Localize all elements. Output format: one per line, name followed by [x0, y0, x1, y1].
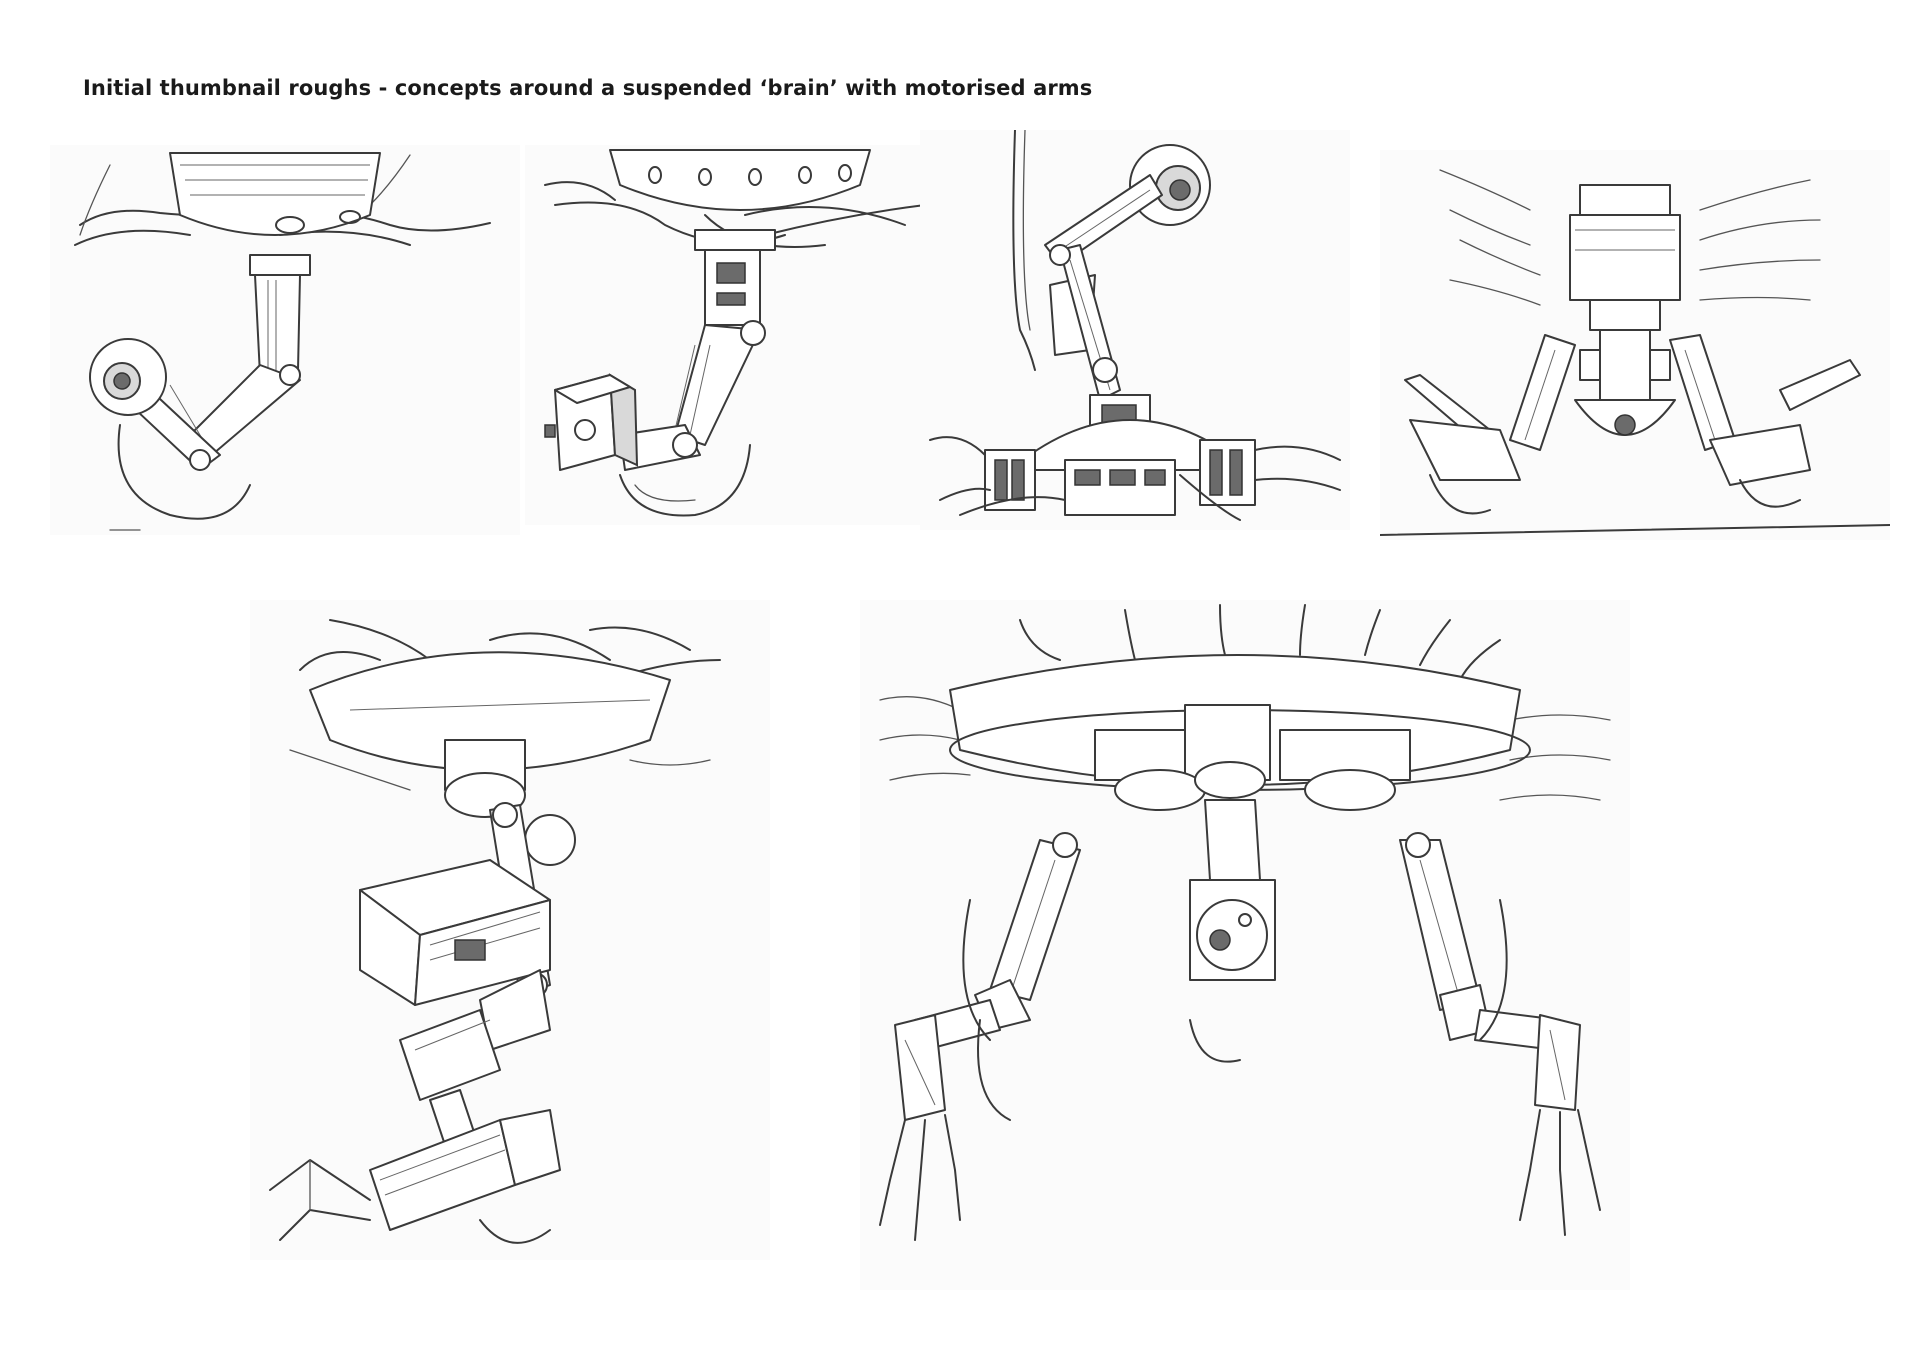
sketch-twin-gripper-arms — [1380, 150, 1890, 540]
box-housing — [359, 859, 551, 1006]
sketch-hanging-arm-sphere-eye — [50, 145, 520, 535]
hub — [1569, 214, 1681, 301]
dome — [609, 149, 871, 211]
sketch-floor-arm-sphere-eye — [920, 130, 1350, 530]
cables — [879, 604, 1611, 801]
cables — [1439, 169, 1821, 306]
box-camera — [544, 373, 639, 471]
pincer-claw — [269, 1109, 561, 1241]
right-claw — [1519, 1109, 1601, 1236]
page-title: Initial thumbnail roughs - concepts arou… — [83, 76, 1093, 100]
sketch-hanging-arm-box-camera — [525, 145, 935, 525]
cables — [929, 436, 1341, 521]
dome — [309, 651, 671, 771]
sketch-jointed-arm-pincer — [250, 600, 770, 1260]
sketch-disc-three-arms — [860, 600, 1630, 1290]
center-camera — [1189, 879, 1276, 981]
mid-link — [399, 1009, 501, 1101]
dome — [169, 152, 381, 236]
left-claw — [879, 1114, 961, 1241]
left-arm — [1509, 334, 1576, 451]
right-arm — [1669, 334, 1736, 451]
right-upper-arm — [1399, 839, 1481, 1011]
dome-camera — [1574, 399, 1676, 436]
mount-box — [704, 249, 761, 326]
sphere-eye — [89, 338, 167, 416]
upper-arm — [254, 274, 301, 376]
